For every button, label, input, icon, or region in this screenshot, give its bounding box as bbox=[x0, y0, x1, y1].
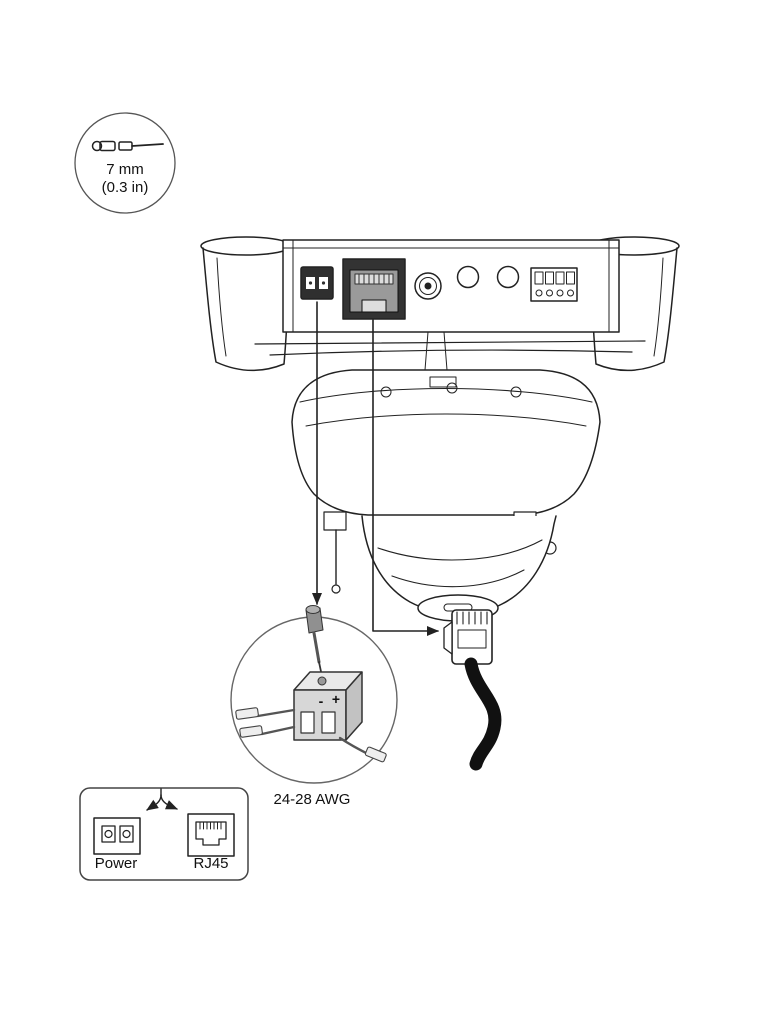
wire-ferrule-icon bbox=[338, 736, 387, 763]
ethernet-plug-icon bbox=[443, 609, 493, 665]
terminal-block-detail bbox=[230, 605, 398, 784]
strip-length-in: (0.3 in) bbox=[102, 179, 149, 196]
rj45-jack-icon bbox=[187, 813, 235, 857]
ethernet-arrow bbox=[372, 319, 439, 636]
round-connector-icon bbox=[456, 265, 480, 289]
polarity-plus: + bbox=[332, 691, 340, 707]
screwdriver-icon bbox=[305, 605, 324, 675]
power-terminal-port bbox=[300, 266, 334, 300]
awg-label: 24-28 AWG bbox=[274, 791, 351, 808]
round-connector-icon bbox=[496, 265, 520, 289]
rj45-port bbox=[342, 258, 406, 320]
strip-length-mm: 7 mm bbox=[106, 161, 144, 178]
stripped-wire-icon bbox=[118, 141, 164, 151]
io-terminal-block bbox=[530, 267, 578, 302]
ferrule-icon bbox=[91, 140, 116, 152]
wire-ferrule-icon bbox=[235, 707, 296, 738]
round-connector-icon bbox=[414, 272, 442, 300]
polarity-minus: - bbox=[319, 693, 324, 709]
rj45-label: RJ45 bbox=[193, 855, 228, 872]
power-label: Power bbox=[95, 855, 138, 872]
camera-rear-drawing bbox=[200, 236, 680, 622]
ethernet-cable bbox=[464, 657, 502, 771]
strip-length-callout bbox=[74, 112, 176, 214]
legend-box bbox=[79, 787, 249, 881]
legend-branch-arrows bbox=[146, 788, 178, 811]
power-connector-icon bbox=[93, 817, 141, 855]
